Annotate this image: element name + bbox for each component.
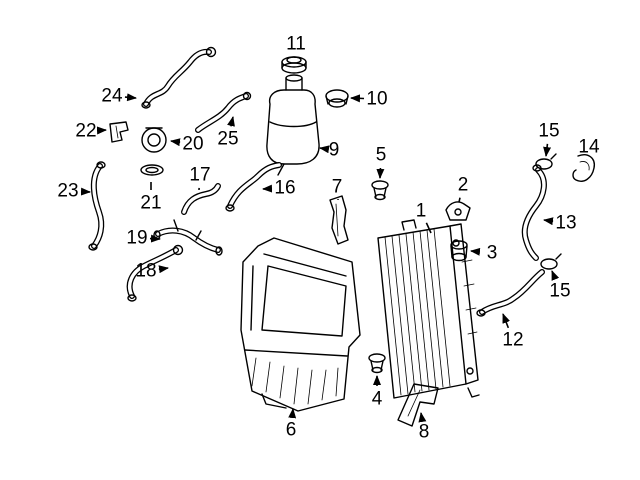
lower-right-hose (476, 269, 545, 317)
callout-leader-13 (543, 217, 554, 226)
callout-label-19: 19 (126, 228, 147, 249)
callout-label-12: 12 (502, 330, 523, 351)
callout-label-21: 21 (140, 193, 161, 214)
hose-elbow (181, 183, 221, 215)
callout-layer: 1234567891011121314151516171819202122232… (57, 34, 600, 443)
callout-leader-20 (170, 138, 181, 147)
retainer-clip (572, 154, 595, 182)
callout-label-11: 11 (286, 34, 306, 55)
callout-leader-18 (158, 265, 169, 274)
callout-label-1: 1 (416, 201, 427, 222)
callout-leader-10 (350, 94, 365, 103)
callout-label-22: 22 (75, 121, 96, 142)
callout-leader-24 (124, 93, 137, 102)
upper-mount-grommet (371, 180, 389, 201)
top-bracket (445, 201, 471, 221)
callout-label-4: 4 (372, 389, 383, 410)
side-bracket (329, 195, 349, 245)
clip-bracket (109, 121, 129, 143)
expansion-tank (266, 74, 320, 176)
callout-leader-2 (458, 197, 461, 203)
callout-label-15: 15 (538, 121, 559, 142)
callout-leader-25 (227, 116, 235, 127)
callout-label-14: 14 (578, 137, 600, 158)
callout-leader-8 (418, 412, 427, 423)
callout-leader-15 (551, 270, 560, 281)
callout-label-18: 18 (135, 261, 156, 282)
reservoir-cap (281, 56, 307, 74)
callout-label-24: 24 (101, 86, 123, 107)
callout-leader-15 (543, 143, 552, 157)
callout-leader-12 (502, 313, 510, 329)
callout-label-13: 13 (555, 213, 576, 234)
callout-label-2: 2 (458, 175, 469, 196)
callout-label-3: 3 (487, 243, 498, 264)
callout-label-16: 16 (274, 178, 295, 199)
radiator (377, 219, 480, 399)
callout-label-15: 15 (549, 281, 570, 302)
upper-left-hose (141, 46, 217, 109)
callout-label-25: 25 (217, 129, 238, 150)
callout-leader-3 (470, 247, 481, 256)
water-pipe (153, 219, 223, 256)
callout-label-8: 8 (419, 422, 430, 443)
thermostat (141, 127, 167, 153)
seal-ring (140, 164, 164, 176)
hose-clamp-upper (535, 153, 557, 170)
fan-shroud (240, 237, 361, 412)
pressure-cap (325, 89, 349, 108)
callout-label-9: 9 (329, 140, 340, 161)
lower-left-hose (126, 244, 184, 302)
callout-label-5: 5 (376, 145, 387, 166)
tank-hose (225, 162, 282, 212)
lower-mount-grommet (368, 353, 386, 374)
diagram-art (88, 46, 595, 427)
upper-right-hose (521, 164, 547, 261)
callout-label-6: 6 (286, 420, 297, 441)
lower-bracket (397, 383, 439, 427)
vent-hose (195, 91, 252, 133)
callout-label-23: 23 (57, 181, 78, 202)
left-hose (88, 161, 106, 251)
callout-label-7: 7 (332, 177, 343, 198)
callout-label-10: 10 (366, 89, 387, 110)
hose-clamp-lower (540, 253, 562, 270)
callout-leader-6 (288, 408, 297, 419)
callout-label-17: 17 (189, 165, 210, 186)
callout-label-20: 20 (182, 134, 203, 155)
callout-leader-1 (425, 222, 432, 234)
radiator-mount (450, 240, 468, 262)
